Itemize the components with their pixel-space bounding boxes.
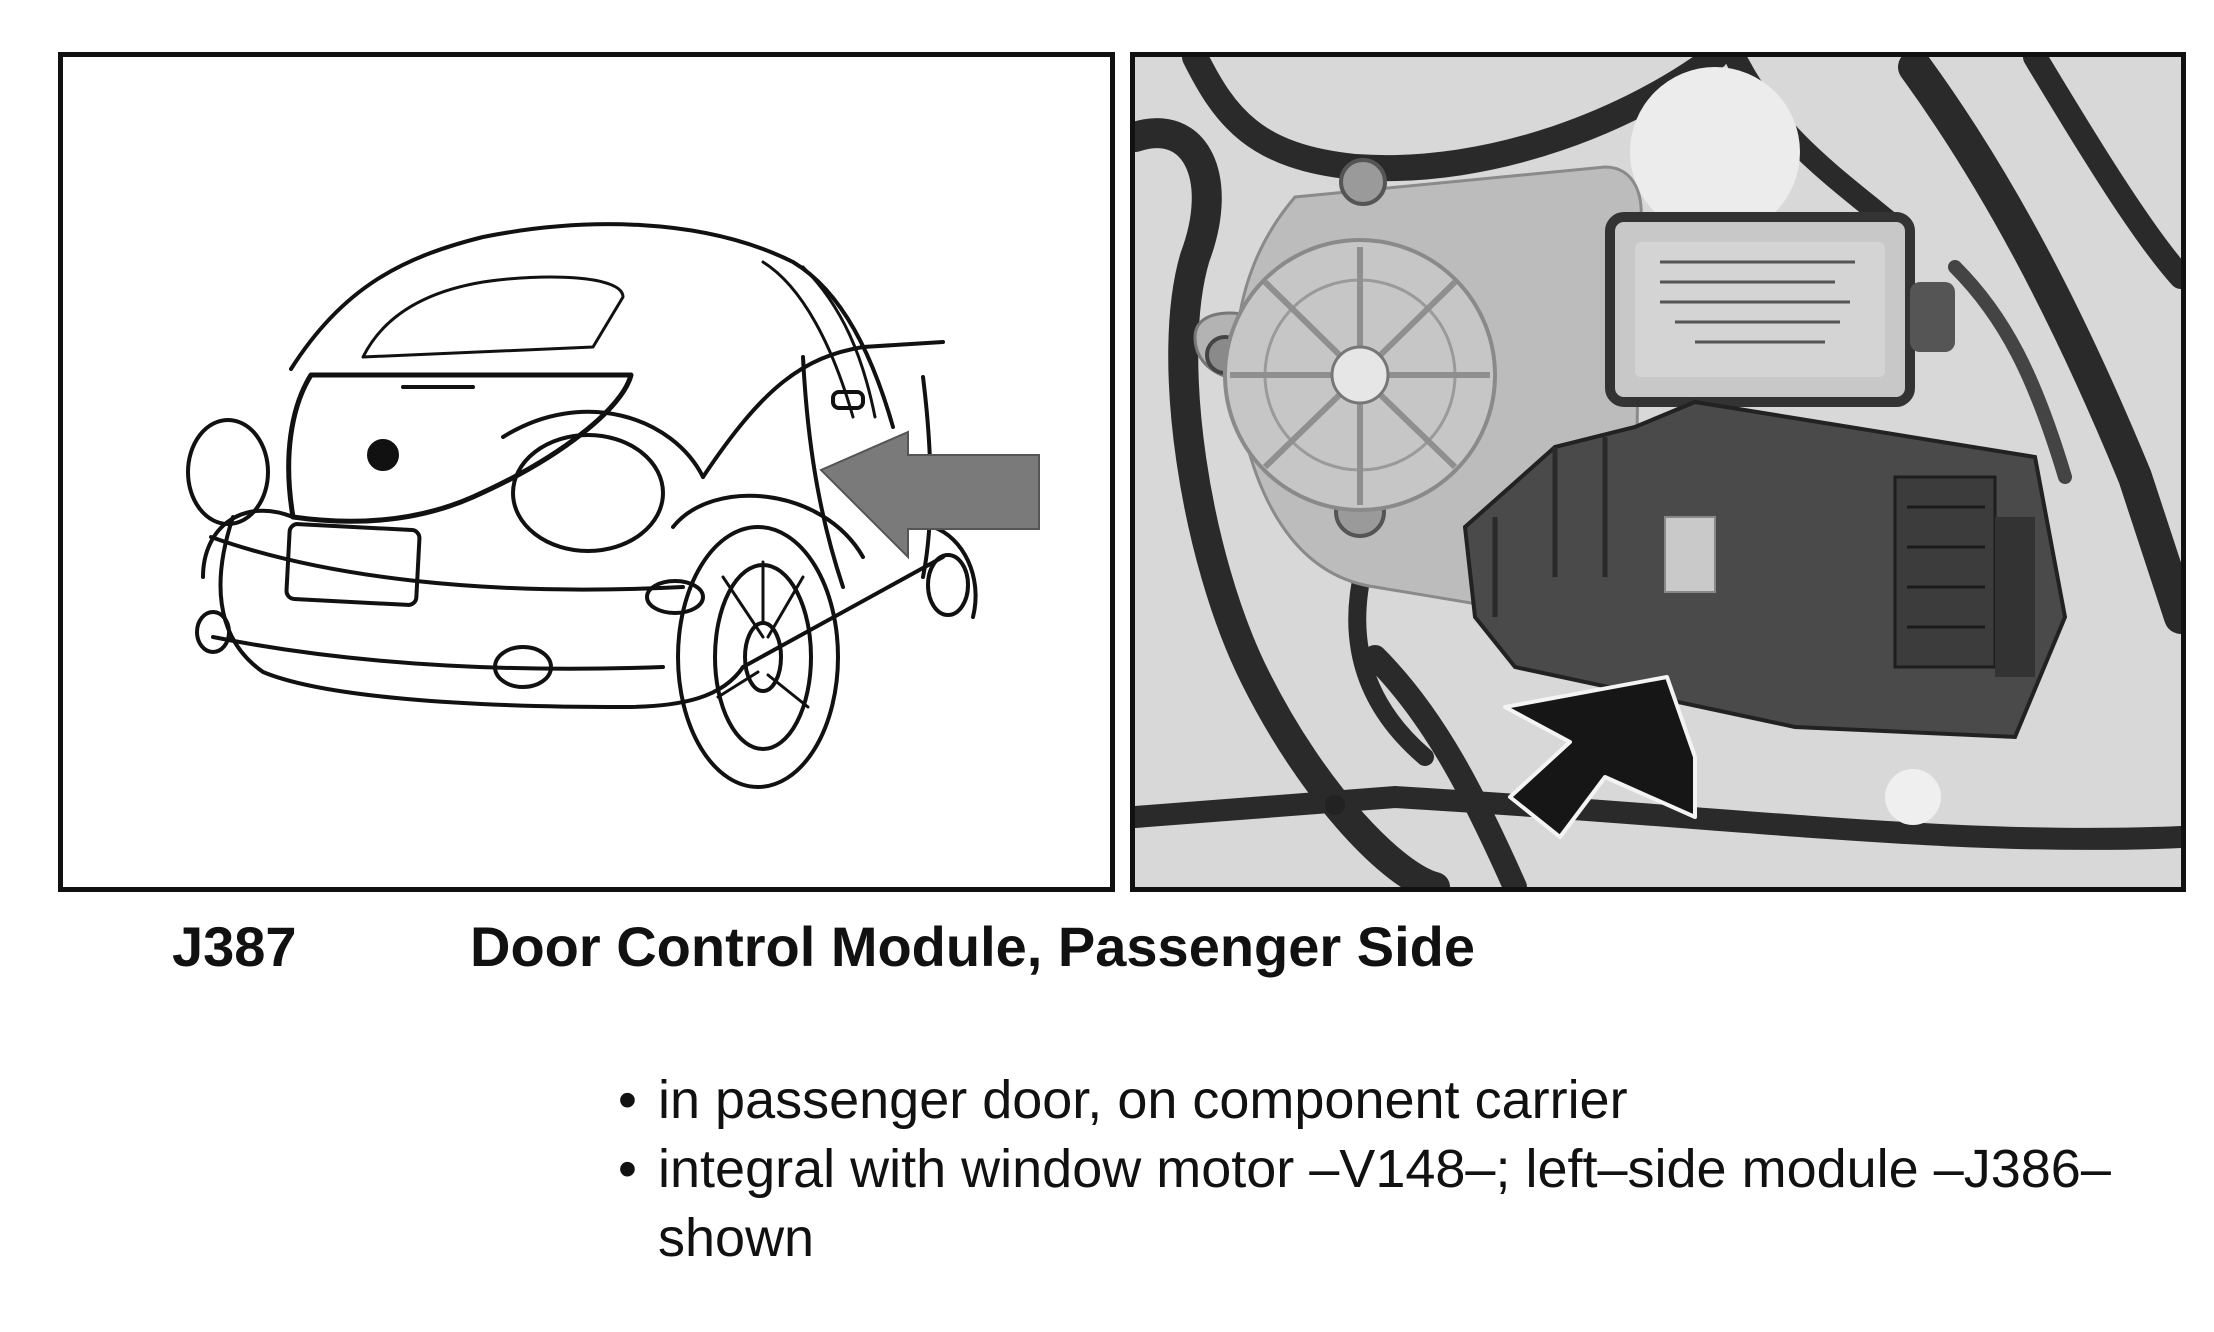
locator-arrow-left [819, 430, 1040, 560]
car-line-drawing [186, 222, 1040, 789]
locator-arrow-right [1503, 675, 1697, 839]
component-code: J387 [172, 915, 297, 978]
location-notes: in passenger door, on component carrier … [618, 1066, 2178, 1273]
door-module-photo [1130, 52, 2186, 892]
note-item: in passenger door, on component carrier [618, 1066, 2178, 1135]
component-title: Door Control Module, Passenger Side [470, 915, 1476, 978]
car-rear-illustration [58, 52, 1115, 892]
door-module-image [1135, 57, 2181, 887]
note-item: integral with window motor –V148–; left–… [618, 1135, 2178, 1273]
